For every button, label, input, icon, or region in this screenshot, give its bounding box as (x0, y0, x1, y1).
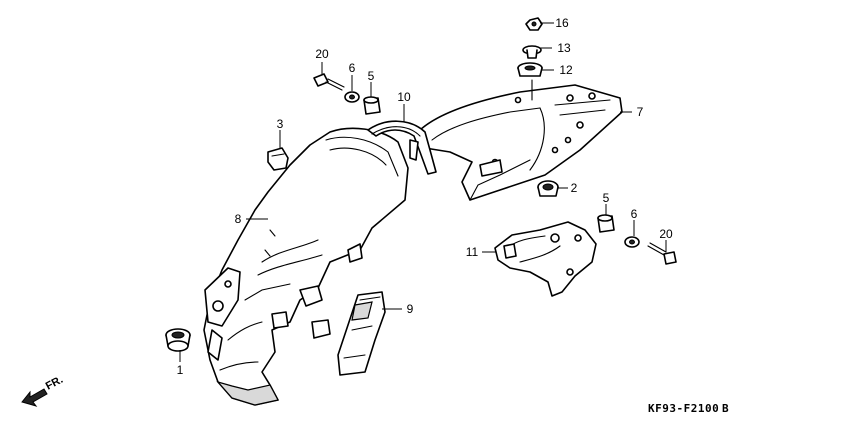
callout-1: 1 (177, 363, 184, 377)
callout-13: 13 (557, 41, 571, 55)
front-arrow-icon (21, 388, 48, 407)
callout-3: 3 (277, 117, 284, 131)
callout-20a: 20 (315, 47, 329, 61)
callout-20b: 20 (659, 227, 673, 241)
part-7-rear-fender[interactable] (419, 84, 623, 201)
callout-9: 9 (407, 302, 414, 316)
part-3-clip[interactable] (267, 147, 289, 171)
callout-7: 7 (637, 105, 644, 119)
part-5b-collar[interactable] (597, 214, 615, 233)
diagram-code-suffix: B (722, 402, 729, 415)
front-indicator: FR. (21, 374, 65, 407)
part-20b-bolt[interactable] (647, 242, 677, 265)
diagram-code-text: KF93-F2100 (648, 402, 719, 415)
part-8-inner-fender[interactable] (203, 127, 409, 406)
callout-16: 16 (555, 16, 569, 30)
callout-labels: 1 2 3 5 5 6 6 7 8 9 10 11 12 13 16 20 20 (177, 16, 673, 377)
part-11-bracket[interactable] (494, 221, 597, 297)
part-2-grommet[interactable] (537, 180, 559, 197)
callout-10: 10 (397, 90, 411, 104)
part-20a-bolt[interactable] (313, 73, 345, 91)
part-12-grommet[interactable] (517, 62, 543, 77)
callout-8: 8 (235, 212, 242, 226)
part-16-nut[interactable] (525, 17, 543, 31)
part-5a-collar[interactable] (363, 96, 381, 115)
part-1-grommet[interactable] (165, 328, 191, 352)
front-label: FR. (44, 374, 65, 393)
callout-6a: 6 (349, 61, 356, 75)
part-6b-washer[interactable] (624, 236, 640, 248)
callout-11: 11 (466, 245, 479, 259)
callout-5b: 5 (603, 191, 610, 205)
part-6a-washer[interactable] (344, 91, 360, 103)
leader-lines (179, 22, 667, 362)
part-13-collar[interactable] (522, 45, 542, 59)
callout-5a: 5 (368, 69, 375, 83)
callout-2: 2 (571, 181, 578, 195)
callout-6b: 6 (631, 207, 638, 221)
part-9-block[interactable] (337, 291, 386, 376)
diagram-code: KF93-F2100 B (648, 402, 729, 415)
part-10-band[interactable] (367, 120, 437, 175)
callout-12: 12 (559, 63, 573, 77)
